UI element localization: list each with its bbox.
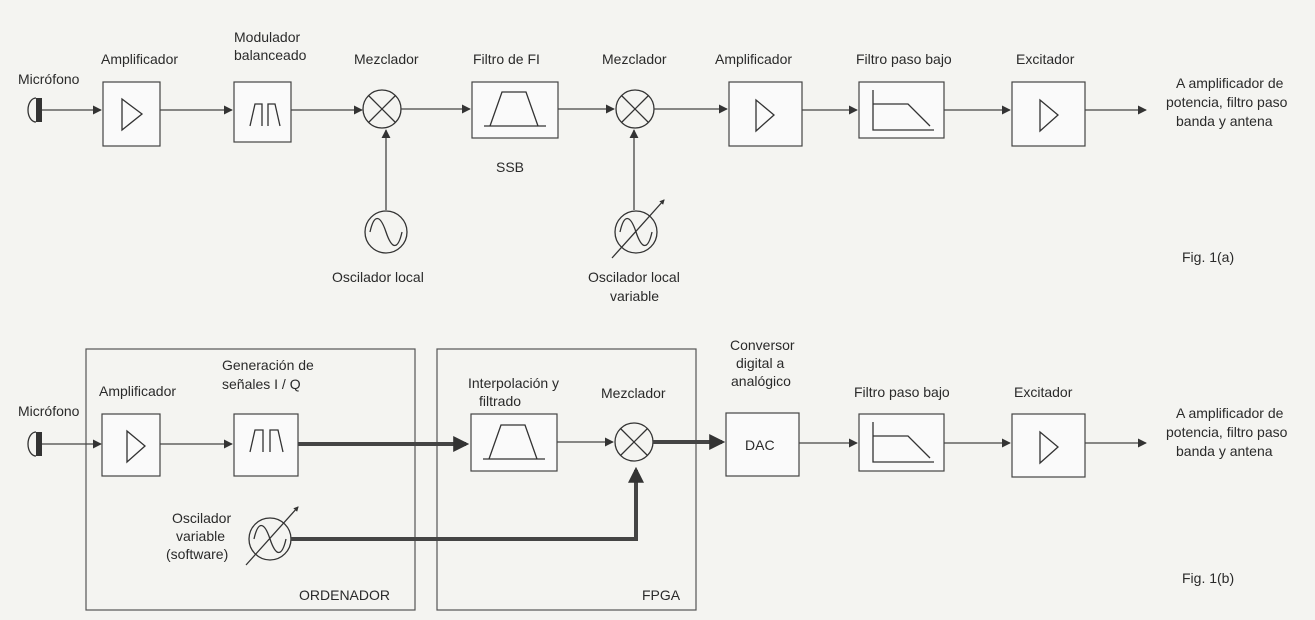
amplifier-triangle-icon	[755, 98, 775, 133]
microphone-icon	[27, 97, 42, 123]
amplifier-triangle-icon	[1039, 98, 1059, 133]
amp1-label: Amplificador	[101, 51, 178, 67]
amplifier-1-block	[102, 81, 161, 147]
output-a-line3: banda y antena	[1176, 113, 1273, 129]
caption-a: Fig. 1(a)	[1182, 249, 1234, 265]
ssb-label: SSB	[496, 159, 524, 175]
dac-label-line2: digital a	[736, 355, 784, 371]
exciter-label-b: Excitador	[1014, 384, 1073, 400]
mixer1-label: Mezclador	[354, 51, 419, 67]
figure-a: Micrófono Amplificador Modulador balance…	[18, 29, 1288, 304]
bandpass-filter-icon	[488, 424, 538, 460]
amp2-label: Amplificador	[715, 51, 792, 67]
iq-generation-block	[233, 413, 299, 477]
if-filter-block	[471, 81, 559, 139]
mixer2-label: Mezclador	[602, 51, 667, 67]
mic-label-a: Micrófono	[18, 71, 80, 87]
amplifier-2-block	[728, 81, 803, 147]
interp-label-line2: filtrado	[479, 393, 521, 409]
mod-label-line2: balanceado	[234, 47, 307, 63]
lowpass-filter-icon	[872, 422, 934, 463]
output-b-line2: potencia, filtro paso	[1166, 424, 1288, 440]
amplifier-triangle-icon	[121, 97, 144, 132]
exciter-block-a	[1011, 81, 1086, 147]
dac-label-line3: analógico	[731, 373, 791, 389]
mic-label-b: Micrófono	[18, 403, 80, 419]
amp-label-b: Amplificador	[99, 383, 176, 399]
amplifier-block-b	[101, 413, 161, 477]
amplifier-triangle-icon	[126, 429, 146, 464]
variable-oscillator-icon	[245, 506, 299, 566]
if-filter-label: Filtro de FI	[473, 51, 540, 67]
dac-label-line1: Conversor	[730, 337, 795, 353]
lpf-label-a: Filtro paso bajo	[856, 51, 952, 67]
lo-label: Oscilador local	[332, 269, 424, 285]
mixer-cross-icon	[615, 89, 655, 129]
bandpass-filter-icon	[249, 429, 284, 453]
vlo-label-line2: variable	[610, 288, 659, 304]
iq-label-line2: señales I / Q	[222, 376, 301, 392]
dac-block	[725, 412, 800, 477]
lpf-label-b: Filtro paso bajo	[854, 384, 950, 400]
output-b-line3: banda y antena	[1176, 443, 1273, 459]
output-a-line2: potencia, filtro paso	[1166, 94, 1288, 110]
osc-label-line3: (software)	[166, 546, 228, 562]
iq-label-line1: Generación de	[222, 357, 314, 373]
interpolation-filter-block	[470, 413, 558, 472]
figure-b: ORDENADOR FPGA Micrófono Amplificador Ge…	[18, 337, 1288, 611]
caption-b: Fig. 1(b)	[1182, 570, 1234, 586]
osc-label-line2: variable	[176, 528, 225, 544]
amplifier-triangle-icon	[1039, 430, 1059, 465]
variable-oscillator-icon	[611, 199, 665, 259]
bandpass-filter-icon	[249, 103, 281, 127]
mixer-cross-icon	[362, 89, 402, 129]
output-a-line1: A amplificador de	[1176, 75, 1284, 91]
interp-label-line1: Interpolación y	[468, 375, 559, 391]
exciter-block-b	[1011, 413, 1086, 478]
mod-label-line1: Modulador	[234, 29, 300, 45]
exciter-label-a: Excitador	[1016, 51, 1075, 67]
osc-label-line1: Oscilador	[172, 510, 231, 526]
mixer-cross-icon	[614, 422, 654, 462]
bandpass-filter-icon	[489, 91, 539, 127]
dac-box-text: DAC	[745, 437, 775, 453]
output-b-line1: A amplificador de	[1176, 405, 1284, 421]
computer-group-label: ORDENADOR	[299, 587, 390, 603]
computer-group	[85, 348, 416, 611]
vlo-label-line1: Oscilador local	[588, 269, 680, 285]
sine-oscillator-icon	[364, 210, 408, 254]
wire-osc-mixer	[291, 466, 644, 541]
lowpass-filter-icon	[872, 90, 934, 131]
fpga-group	[436, 348, 697, 611]
fpga-group-label: FPGA	[642, 587, 681, 603]
microphone-icon	[27, 431, 42, 457]
mixer-label-b: Mezclador	[601, 385, 666, 401]
